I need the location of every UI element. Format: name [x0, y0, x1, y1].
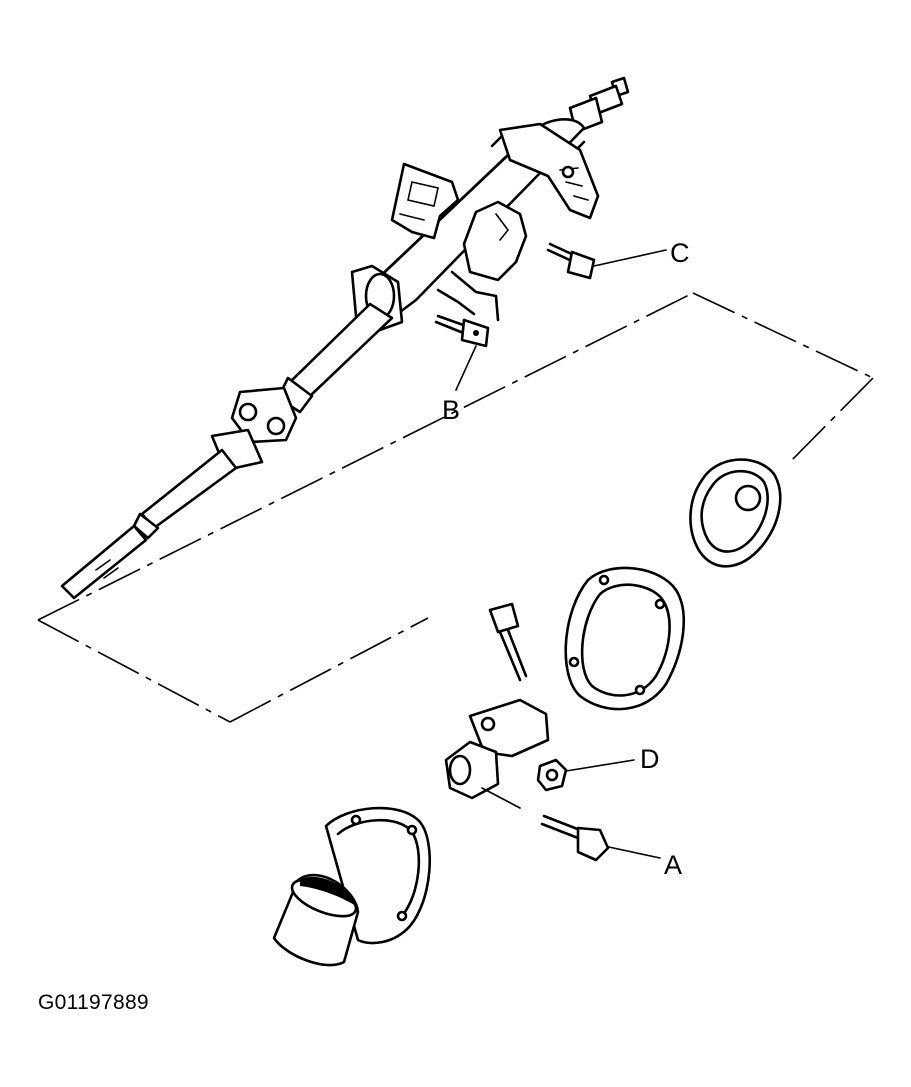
leader-lines [455, 249, 667, 859]
outer-seal-plate [564, 566, 686, 711]
callout-c: C [670, 238, 690, 268]
nut-d [536, 758, 568, 792]
inner-boot [689, 458, 782, 568]
callout-a: A [664, 850, 683, 880]
phantom-boundary [37, 292, 874, 723]
bolt-c [546, 242, 596, 280]
dash-seal-boot [272, 806, 431, 967]
lower-coupling [444, 698, 550, 809]
bolt-b [434, 314, 490, 348]
callout-b: B [442, 395, 461, 425]
callout-d: D [640, 744, 660, 774]
figure-id: G01197889 [38, 991, 149, 1014]
steering-column-shaft [60, 76, 630, 600]
pinch-bolt [488, 602, 528, 682]
bolt-a [540, 814, 610, 862]
